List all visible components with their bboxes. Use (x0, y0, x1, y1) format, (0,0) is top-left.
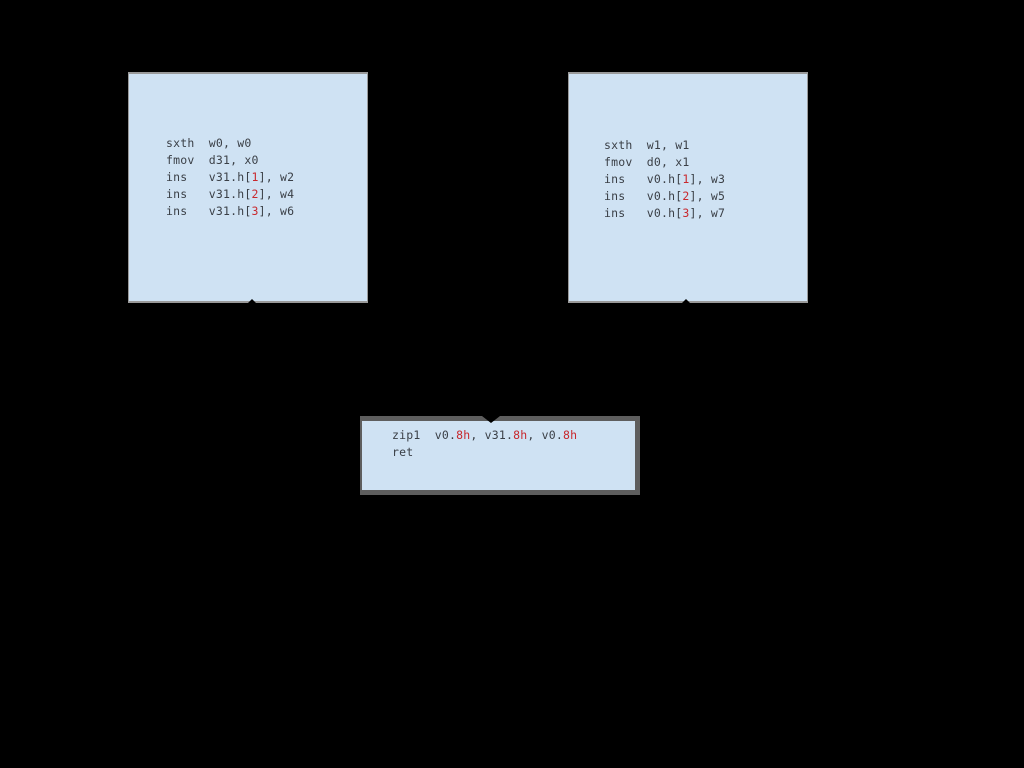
highlighted-operand: 3 (682, 206, 690, 220)
code-line: ret (392, 444, 577, 461)
edge-out-arrow-icon (682, 299, 690, 303)
code-line: ins v31.h[2], w4 (166, 186, 294, 203)
operand: v0.h[ (646, 172, 683, 186)
code-line: ins v31.h[3], w6 (166, 203, 294, 220)
highlighted-operand: 3 (251, 204, 259, 218)
code-line: zip1 v0.8h, v31.8h, v0.8h (392, 427, 577, 444)
opcode: ret (392, 445, 414, 459)
opcode: ins (166, 204, 209, 218)
operand: v0. (434, 428, 457, 442)
operand: , v31. (470, 428, 514, 442)
operand: v31.h[ (208, 187, 252, 201)
operand: ], w5 (689, 189, 726, 203)
operand: v31.h[ (208, 170, 252, 184)
code-line: ins v0.h[1], w3 (604, 171, 725, 188)
opcode: ins (604, 172, 647, 186)
operand: ], w6 (258, 204, 295, 218)
highlighted-operand: 1 (251, 170, 259, 184)
code-line: ins v0.h[2], w5 (604, 188, 725, 205)
highlighted-operand: 8h (563, 428, 578, 442)
opcode: ins (604, 189, 647, 203)
code-line: ins v31.h[1], w2 (166, 169, 294, 186)
code-line: ins v0.h[3], w7 (604, 205, 725, 222)
opcode: fmov (166, 153, 209, 167)
highlighted-operand: 2 (682, 189, 690, 203)
highlighted-operand: 1 (682, 172, 690, 186)
highlighted-operand: 8h (513, 428, 528, 442)
operand: w0, w0 (208, 136, 252, 150)
highlighted-operand: 8h (456, 428, 471, 442)
operand: ], w7 (689, 206, 726, 220)
opcode: fmov (604, 155, 647, 169)
code-line: fmov d0, x1 (604, 154, 725, 171)
opcode: zip1 (392, 428, 435, 442)
edge-in-arrow-icon (482, 416, 500, 423)
edge-out-arrow-icon (248, 299, 256, 303)
code-line: sxth w1, w1 (604, 137, 725, 154)
operand: d0, x1 (646, 155, 690, 169)
highlighted-operand: 2 (251, 187, 259, 201)
opcode: sxth (166, 136, 209, 150)
operand: ], w2 (258, 170, 295, 184)
operand: w1, w1 (646, 138, 690, 152)
opcode: ins (604, 206, 647, 220)
opcode: ins (166, 170, 209, 184)
operand: ], w4 (258, 187, 295, 201)
operand: v31.h[ (208, 204, 252, 218)
code-line: fmov d31, x0 (166, 152, 294, 169)
opcode: sxth (604, 138, 647, 152)
operand: ], w3 (689, 172, 726, 186)
opcode: ins (166, 187, 209, 201)
operand: d31, x0 (208, 153, 259, 167)
code-line: sxth w0, w0 (166, 135, 294, 152)
operand: v0.h[ (646, 206, 683, 220)
operand: , v0. (527, 428, 563, 442)
operand: v0.h[ (646, 189, 683, 203)
